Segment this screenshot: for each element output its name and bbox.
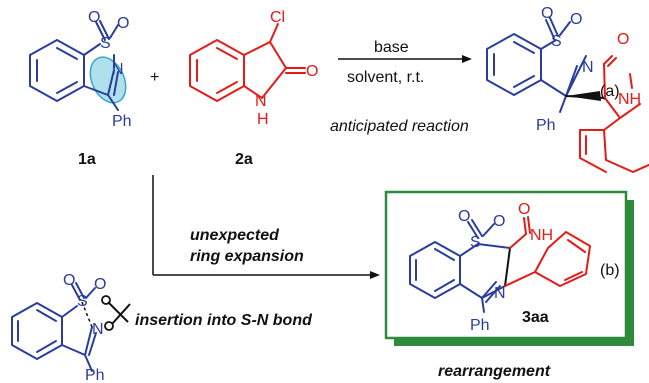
oxygen-atom: O (306, 63, 318, 80)
oxygen-atom: O (541, 5, 553, 22)
compound-label-2a: 2a (235, 151, 253, 168)
box-frame (384, 190, 628, 340)
caption-insertion: insertion into S-N bond (135, 312, 313, 329)
reaction-conditions: solvent, r.t. (347, 69, 424, 86)
phenyl-label: Ph (470, 317, 490, 334)
caption-anticipated: anticipated reaction (330, 118, 469, 135)
nitrogen-atom: N (92, 321, 104, 338)
cn-bond-highlight (89, 56, 127, 104)
reagent-base: base (374, 39, 409, 56)
hydrogen-atom: H (257, 111, 269, 128)
start-material-b: S O O N Ph (11, 272, 106, 383)
nitrogen-atom: N (255, 93, 267, 110)
tag-b: (b) (600, 262, 620, 279)
compound-2a: Cl O N H (189, 9, 318, 128)
compound-label-3aa: 3aa (522, 309, 549, 326)
product-3aa: S O O N Ph O NH (409, 201, 591, 334)
product-box (384, 190, 634, 346)
scissors-icon (101, 295, 131, 331)
compound-label-1a: 1a (78, 151, 96, 168)
chlorine-atom: Cl (270, 9, 285, 26)
sulfur-atom: S (100, 35, 111, 52)
oxygen-atom: O (117, 15, 129, 32)
nh-group: NH (530, 227, 553, 244)
caption-ring-expansion: ring expansion (190, 248, 304, 265)
sulfur-atom: S (551, 33, 562, 50)
oxygen-atom: O (493, 213, 505, 230)
tag-a: (a) (600, 83, 620, 100)
oxygen-atom: O (88, 9, 100, 26)
phenyl-label: Ph (85, 367, 105, 383)
nitrogen-atom: N (112, 61, 124, 78)
reaction-arrow-b (152, 175, 380, 279)
compound-1a: S O O N Ph (29, 9, 132, 130)
oxygen-atom: O (518, 201, 530, 218)
nitrogen-atom: N (582, 59, 594, 76)
caption-rearrangement: rearrangement (438, 363, 551, 380)
phenyl-label: Ph (536, 117, 556, 134)
oxygen-atom: O (63, 272, 75, 289)
nh-group: NH (618, 91, 641, 108)
nitrogen-atom: N (494, 285, 506, 302)
sulfur-atom: S (77, 293, 88, 310)
phenyl-label: Ph (112, 113, 132, 130)
oxygen-atom: O (617, 31, 629, 48)
oxygen-atom: O (570, 11, 582, 28)
product-a: S O O N Ph O NH (486, 5, 649, 173)
reaction-arrow-a (338, 55, 472, 63)
oxygen-atom: O (94, 276, 106, 293)
sulfur-atom: S (470, 234, 481, 251)
oxygen-atom: O (458, 208, 470, 225)
plus-sign: + (150, 69, 159, 86)
caption-unexpected: unexpected (190, 227, 280, 244)
